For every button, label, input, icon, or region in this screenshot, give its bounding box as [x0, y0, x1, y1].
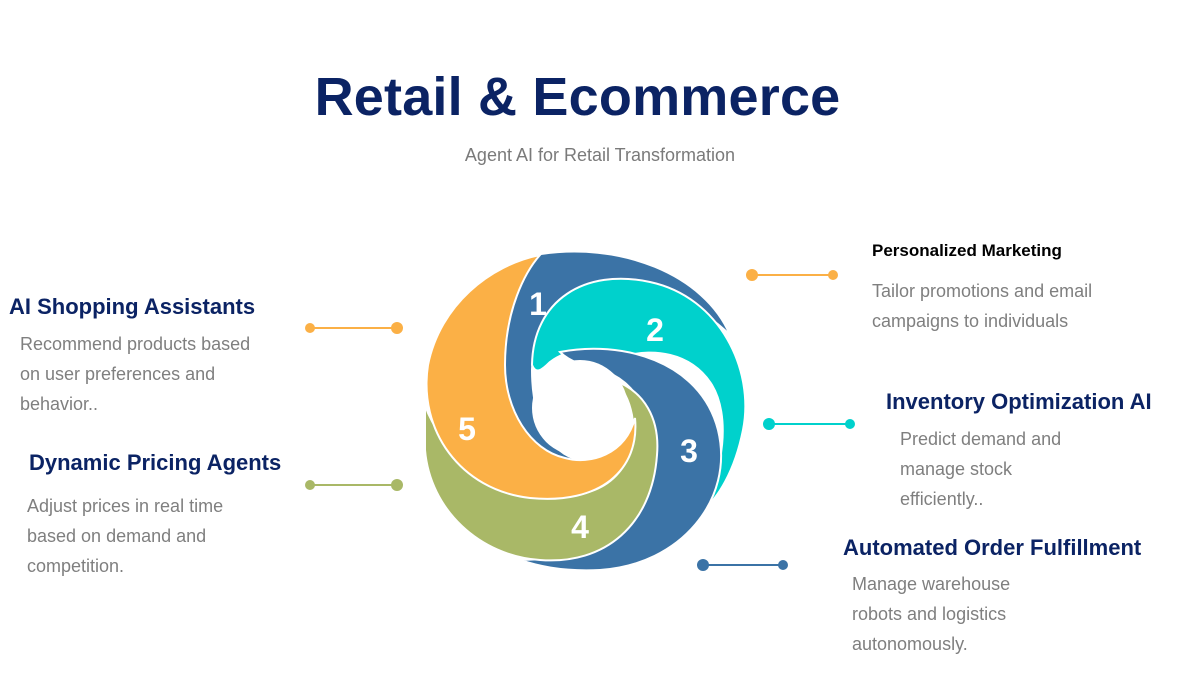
- segment-5: [425, 253, 637, 500]
- segment-number-4: 4: [571, 509, 589, 545]
- segment-number-5: 5: [458, 411, 476, 447]
- ai-shopping-description: Recommend products based on user prefere…: [20, 334, 251, 414]
- connector-personalized-marketing: [746, 269, 838, 281]
- connector-inventory: [763, 418, 855, 430]
- connector-dynamic-pricing: [305, 479, 403, 491]
- inventory-title: Inventory Optimization AI: [886, 389, 1152, 414]
- fulfillment-description: Manage warehouse robots and logistics au…: [852, 574, 1011, 654]
- dynamic-pricing-title: Dynamic Pricing Agents: [29, 450, 282, 475]
- personalized-marketing-description: Tailor promotions and email campaigns to…: [872, 281, 1093, 331]
- dynamic-pricing-description: Adjust prices in real time based on dema…: [27, 496, 224, 576]
- segment-number-2: 2: [646, 312, 664, 348]
- personalized-marketing-title: Personalized Marketing: [872, 241, 1062, 260]
- ai-shopping-title: AI Shopping Assistants: [9, 294, 256, 319]
- connector-fulfillment: [697, 559, 788, 571]
- connector-ai-shopping: [305, 322, 403, 334]
- segment-number-3: 3: [680, 433, 698, 469]
- page-title: Retail & Ecommerce: [314, 67, 841, 127]
- inventory-description: Predict demand and manage stock efficien…: [900, 429, 1062, 509]
- page-subtitle: Agent AI for Retail Transformation: [464, 145, 736, 165]
- center-hole: [532, 360, 628, 456]
- fulfillment-title: Automated Order Fulfillment: [843, 535, 1142, 560]
- segment-number-1: 1: [529, 286, 547, 322]
